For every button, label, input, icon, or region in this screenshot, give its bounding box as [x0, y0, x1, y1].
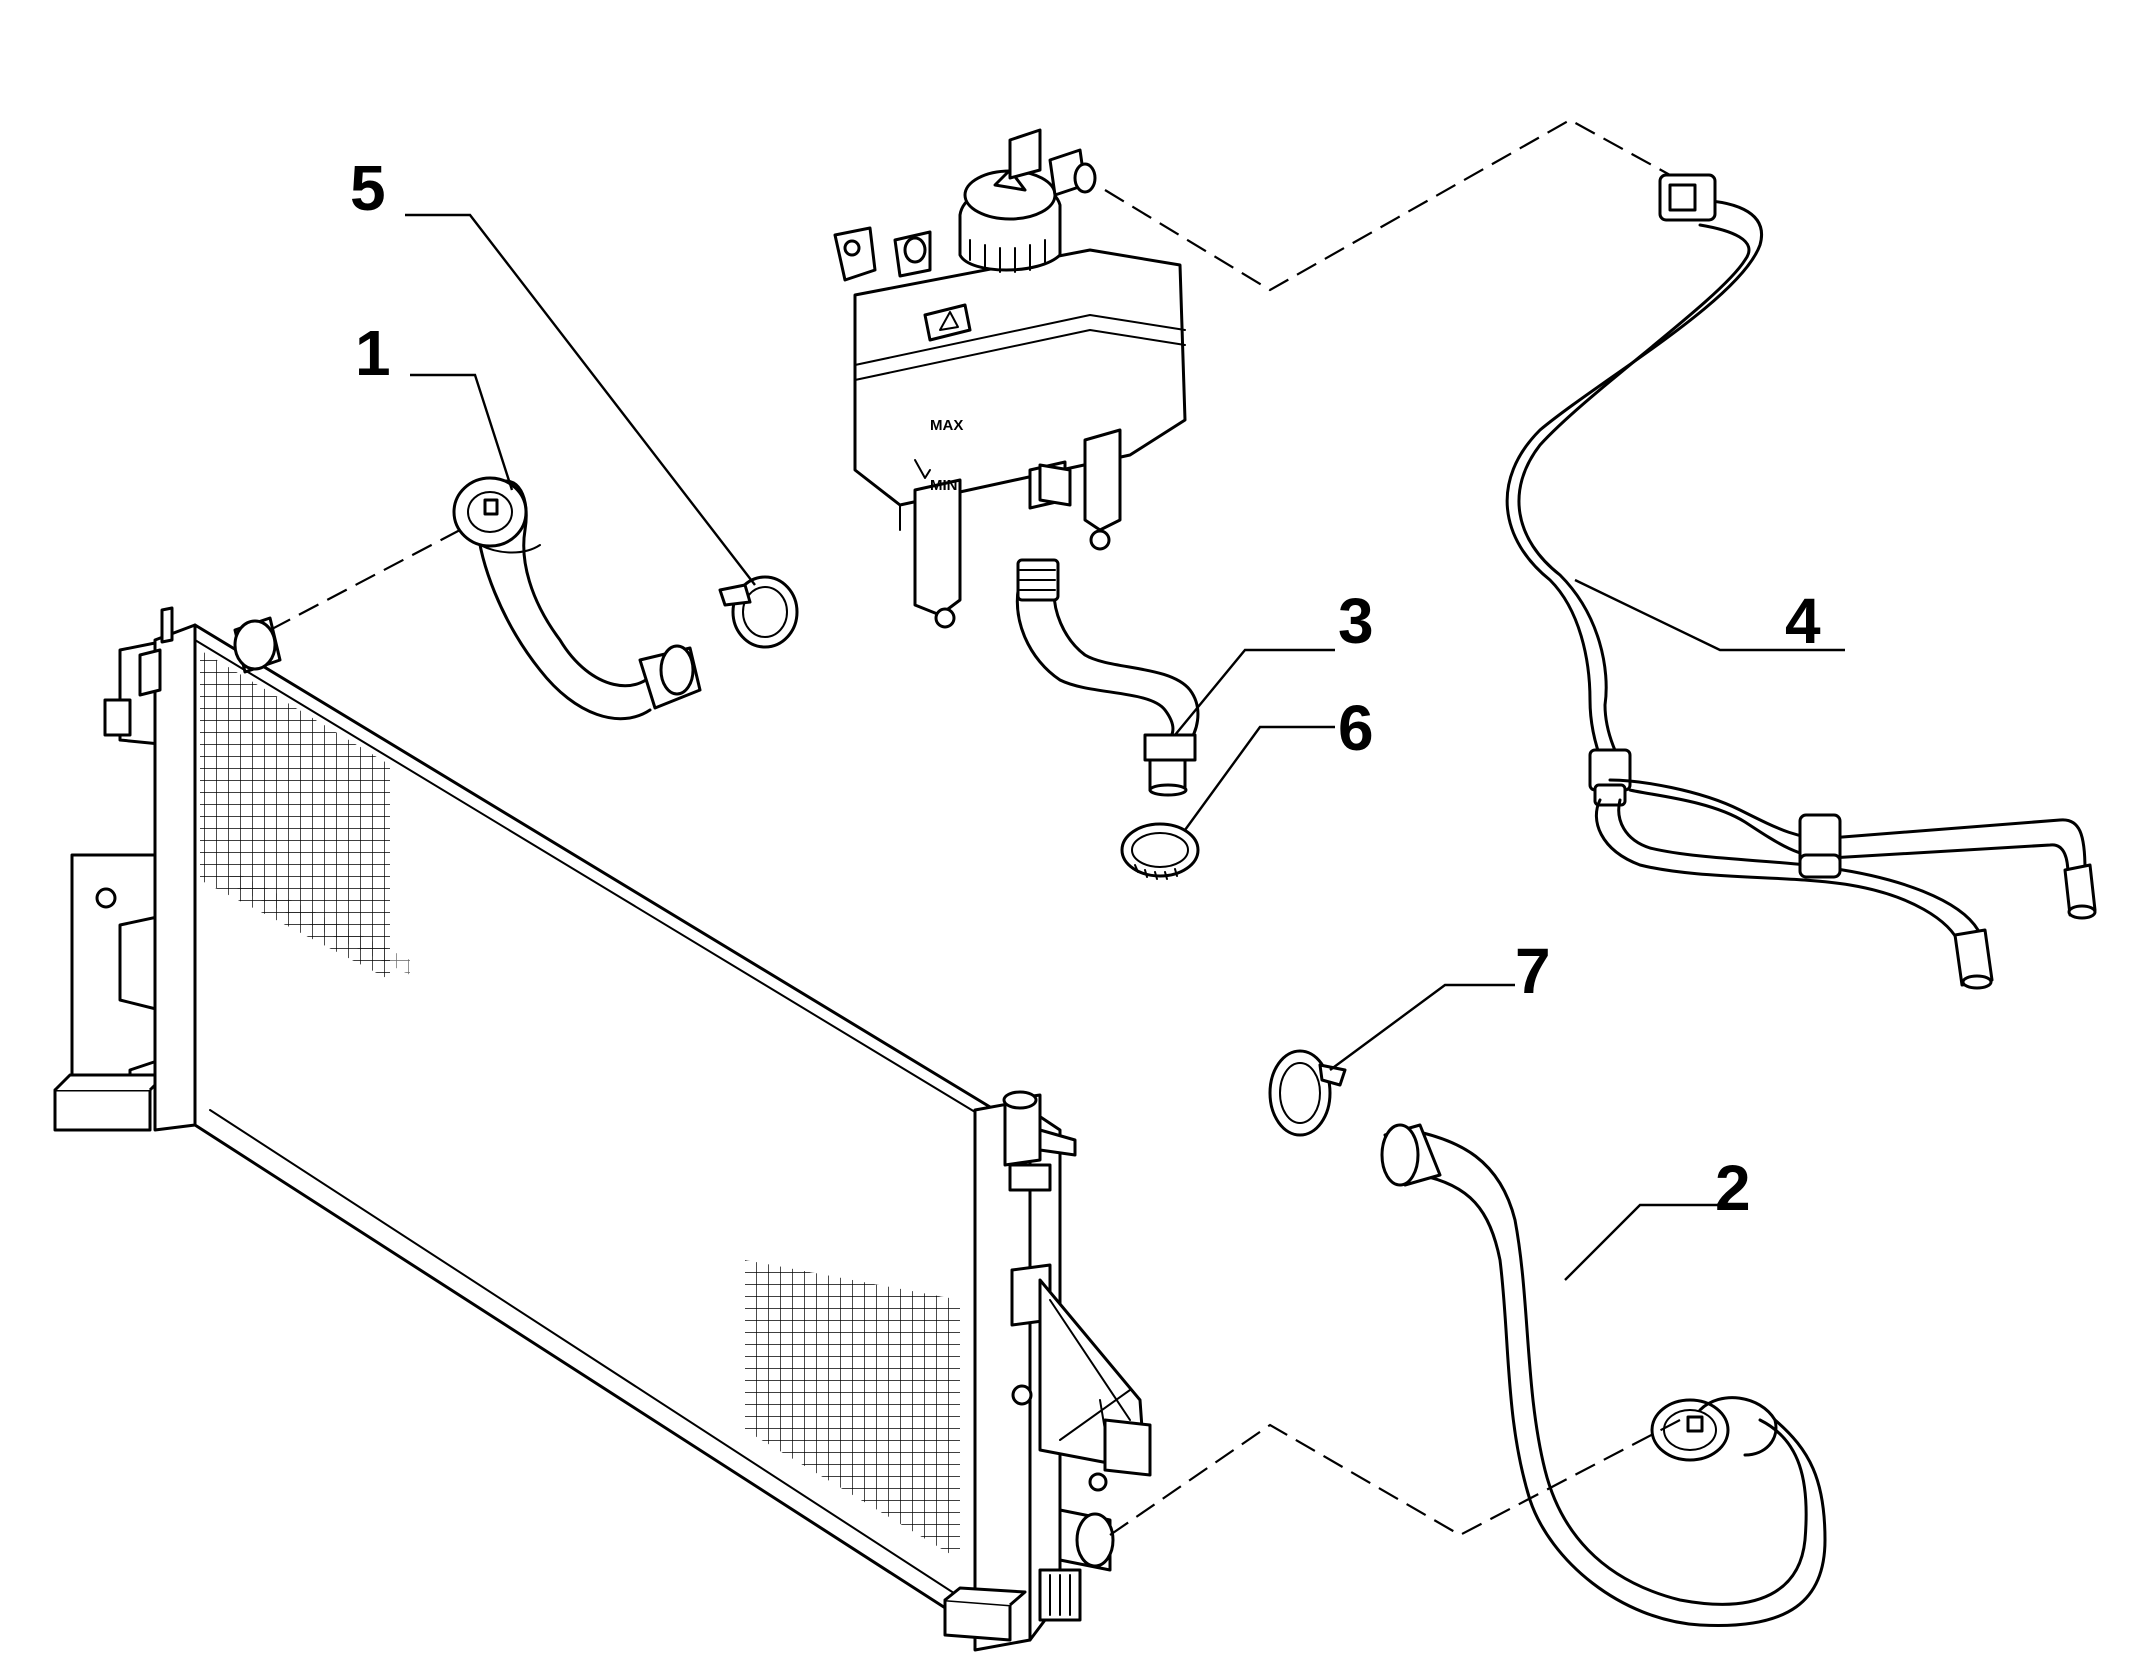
lower-radiator-hose: [1380, 1123, 1827, 1628]
leader-lines: [405, 213, 1845, 1281]
expansion-tank: MAX MIN: [833, 128, 1187, 629]
callout-numbers: 5 1 3 6 4 7 2: [350, 152, 1821, 1224]
degas-hose-assembly: [1505, 173, 2097, 990]
hose-clamp-5: [718, 575, 799, 649]
max-level-label: MAX: [930, 417, 963, 434]
hose-clamp-7: [1268, 1049, 1347, 1137]
hose-clamp-6: [1120, 822, 1200, 880]
min-level-label: MIN: [930, 477, 958, 494]
callout-3: 3: [1338, 585, 1374, 657]
callout-4: 4: [1785, 585, 1821, 657]
radiator: [53, 606, 1152, 1652]
tank-outlet-hose: [1015, 558, 1200, 797]
callout-7: 7: [1515, 935, 1551, 1007]
callout-6: 6: [1338, 692, 1374, 764]
connection-lines: [269, 118, 1681, 1537]
callout-5: 5: [350, 152, 386, 224]
callout-2: 2: [1715, 1152, 1751, 1224]
upper-radiator-hose: [452, 476, 702, 721]
callout-1: 1: [355, 317, 391, 389]
